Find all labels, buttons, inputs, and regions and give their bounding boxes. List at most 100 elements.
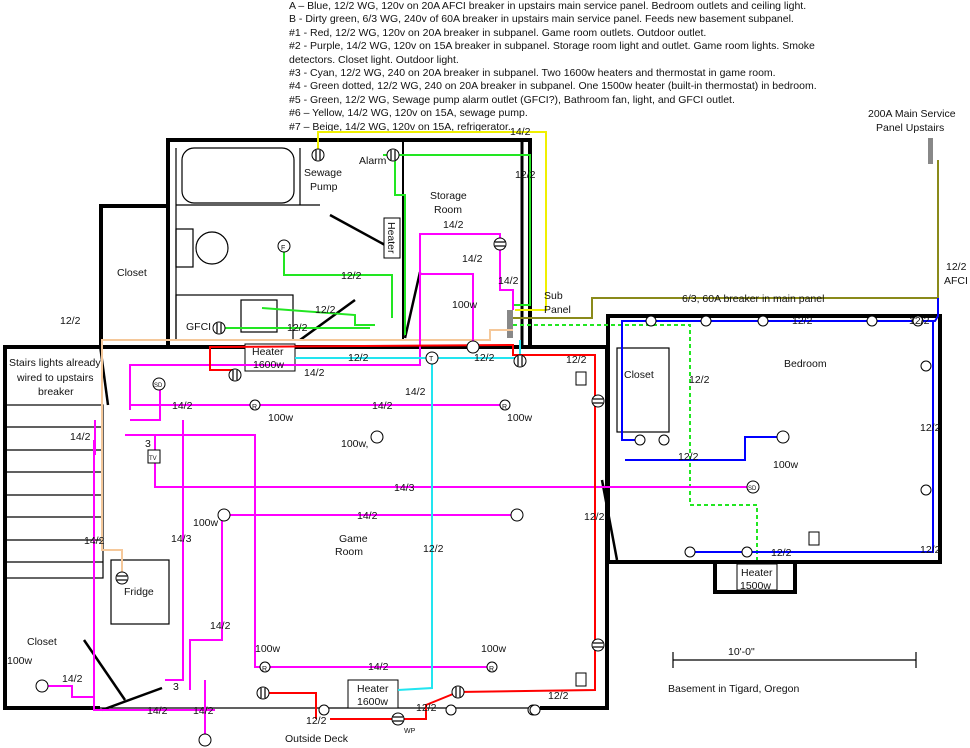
legend-line-4: #4 - Green dotted, 12/2 WG, 240 on 20A b…	[289, 80, 817, 93]
wire-purple-light	[420, 273, 474, 345]
wire-label: 14/2	[368, 661, 389, 673]
wire-label: 12/2	[287, 322, 308, 334]
wire-label: 12/2	[566, 354, 587, 366]
sewage-pump-label: Sewage	[304, 167, 342, 179]
wire-label: 12/2	[946, 261, 967, 273]
sewage-pump-label-2: Pump	[310, 181, 338, 193]
outlet-icon	[318, 704, 541, 716]
smoke-label: SD	[154, 383, 163, 389]
outlet-icon	[591, 394, 605, 408]
afci-label: AFCI	[944, 275, 968, 287]
wire-label: 12/2	[920, 544, 941, 556]
bedroom-closet	[616, 347, 670, 433]
room-closet-bottom: Closet	[27, 636, 57, 648]
legend-line-3: #3 - Cyan, 12/2 WG, 240 on 20A breaker i…	[289, 66, 776, 79]
wire-label: 12/2	[689, 374, 710, 386]
wire-label: 14/2	[498, 275, 519, 287]
stairs-note-2: wired to upstairs	[16, 372, 93, 384]
main-panel-label: 200A Main Service	[868, 108, 956, 120]
sub-panel-label-2: Panel	[544, 304, 571, 316]
wire-purple-closet	[93, 440, 215, 711]
wire-label: 12/2	[474, 352, 495, 364]
wire-label: 12/2	[60, 315, 81, 327]
vanity	[175, 294, 294, 341]
wire-label: 14/2	[70, 431, 91, 443]
wire-label: 12/2	[920, 422, 941, 434]
smoke-detector-icon: SD SD	[152, 377, 760, 494]
bath-heater-label: Heater	[385, 222, 397, 254]
three-way-label: 3	[173, 681, 179, 693]
storage-room-label-2: Room	[434, 204, 462, 216]
wire-red-left	[263, 692, 317, 719]
wire-label: 12/2	[423, 543, 444, 555]
sub-panel-label: Sub	[544, 290, 563, 302]
wire-label: 12/2	[771, 547, 792, 559]
main-panel-label-2: Panel Upstairs	[876, 122, 944, 134]
wire-green-fan	[283, 246, 393, 318]
wire-label: 14/2	[304, 367, 325, 379]
wattage-label: 100w	[193, 517, 219, 529]
heater-bottom-watt: 1600w	[357, 696, 388, 708]
smoke-label: SD	[748, 486, 757, 492]
wire-yellow-sewage	[317, 131, 547, 311]
wire-label: 12/2	[515, 169, 536, 181]
fridge-label: Fridge	[124, 586, 154, 598]
wire-red-outlets	[209, 343, 596, 720]
bathtub	[181, 147, 295, 204]
toilet-bowl	[195, 231, 229, 265]
wire-label: 12/2	[584, 511, 605, 523]
room-closet-bedroom: Closet	[624, 369, 654, 381]
wire-label: 14/2	[405, 386, 426, 398]
legend: A – Blue, 12/2 WG, 120v on 20A AFCI brea…	[289, 0, 817, 134]
legend-line-2: #2 - Purple, 14/2 WG, 120v on 15A breake…	[289, 40, 815, 53]
wire-purple-deck	[189, 515, 223, 690]
wire-label: 14/2	[84, 535, 105, 547]
outlet-icon	[513, 354, 527, 368]
wire-label: 14/2	[147, 705, 168, 717]
outlet-icon	[634, 360, 932, 558]
wire-purple-closet-light	[42, 685, 94, 698]
closet-door-2	[101, 686, 163, 712]
fridge-box	[110, 559, 170, 625]
wire-label: 14/2	[172, 400, 193, 412]
light-icon	[35, 340, 790, 747]
gfci-label: GFCI	[186, 321, 211, 333]
legend-line-6: #6 – Yellow, 14/2 WG, 120v on 15A, sewag…	[289, 107, 528, 120]
bath-door	[329, 213, 386, 247]
wire-label: 12/2	[909, 315, 930, 327]
thermostat-icon: T	[425, 351, 439, 365]
wire-label: 12/2	[416, 702, 437, 714]
main-panel-box	[928, 138, 933, 164]
wires	[42, 131, 939, 735]
heater-bedroom-box	[736, 563, 778, 591]
tv-label: TV	[149, 456, 157, 462]
bedroom-walls	[606, 314, 942, 564]
wire-blue-light	[625, 436, 783, 461]
feeder-label: 6/3, 60A breaker in main panel	[682, 293, 824, 305]
heater-top-watt: 1600w	[253, 359, 284, 371]
room-game-room: Game	[339, 533, 368, 545]
wire-purple-outlet	[499, 250, 514, 310]
wire-purple-main	[129, 245, 421, 410]
outlet-icon	[386, 148, 400, 162]
wire-label: 12/2	[348, 352, 369, 364]
wire-blue-top	[621, 298, 939, 441]
outlet-icon	[591, 638, 605, 652]
wire-label: 14/2	[372, 400, 393, 412]
storage-door	[403, 271, 422, 339]
legend-line-7: #7 – Beige, 14/2 WG, 120v on 15A, refrig…	[289, 120, 511, 133]
wire-label: 12/2	[315, 304, 336, 316]
sink	[240, 299, 278, 333]
outlet-icon	[228, 368, 242, 382]
wire-green-alarm	[383, 154, 531, 306]
room-bedroom: Bedroom	[784, 358, 827, 370]
caption: Basement in Tigard, Oregon	[668, 683, 799, 695]
outlet-icon	[115, 571, 129, 585]
wattage-label: 100w	[507, 412, 533, 424]
toilet-tank	[175, 228, 194, 268]
labels: Closet Sewage Pump Alarm Storage Room He…	[7, 108, 968, 745]
outlet-icon	[212, 321, 226, 335]
thermostat-label: T	[429, 356, 434, 363]
wattage-label: 100w	[481, 643, 507, 655]
